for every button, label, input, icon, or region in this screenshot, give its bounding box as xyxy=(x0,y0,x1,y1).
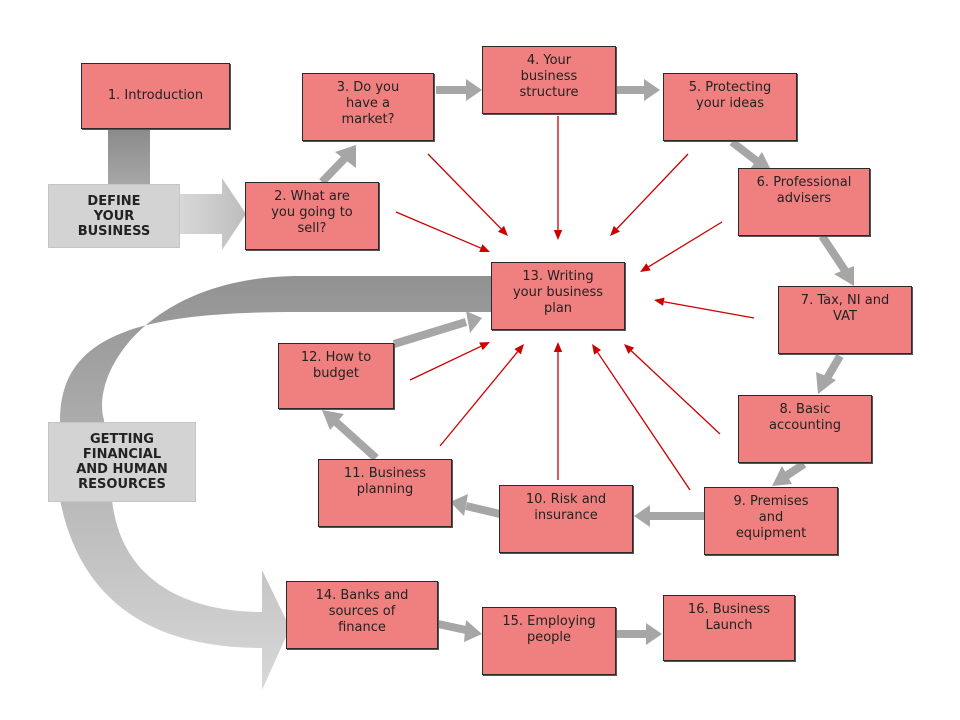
step-1-label: 1. Introduction xyxy=(107,88,204,103)
red-arrowhead-step-3 xyxy=(498,225,508,236)
red-arrow-step-6-to-step-13 xyxy=(648,221,723,268)
step-7-label: 7. Tax, NI and VAT xyxy=(800,293,890,324)
step-11-label: 11. Business planning xyxy=(343,466,427,497)
red-arrowhead-step-6 xyxy=(640,263,651,272)
getting-header-text: GETTING FINANCIAL AND HUMAN RESOURCES xyxy=(76,432,168,492)
step-13-label: 13. Writing your business plan xyxy=(512,269,604,316)
define-to-step2-arrow xyxy=(178,178,246,250)
step-9-label: 9. Premises and equipment xyxy=(733,494,809,541)
red-arrow-step-12-to-step-13 xyxy=(409,345,482,381)
step-3-market: 3. Do you have a market? xyxy=(302,73,434,141)
step-13-writing-business-plan: 13. Writing your business plan xyxy=(491,262,625,330)
step-15-label: 15. Employing people xyxy=(502,614,596,645)
red-arrow-step-11-to-step-13 xyxy=(439,351,519,447)
define-your-business-header: DEFINE YOUR BUSINESS xyxy=(48,184,180,248)
step-1-introduction: 1. Introduction xyxy=(81,63,230,129)
step-10-label: 10. Risk and insurance xyxy=(525,492,607,523)
step-4-label: 4. Your business structure xyxy=(519,53,579,100)
step-15-employing-people: 15. Employing people xyxy=(482,607,616,675)
red-arrow-step-7-to-step-13 xyxy=(663,301,755,319)
step-2-label: 2. What are you going to sell? xyxy=(271,189,353,236)
define-header-text: DEFINE YOUR BUSINESS xyxy=(77,193,151,239)
getting-resources-header: GETTING FINANCIAL AND HUMAN RESOURCES xyxy=(48,422,196,502)
red-arrow-step-5-to-step-13 xyxy=(616,153,689,230)
red-arrow-step-3-to-step-13 xyxy=(427,153,502,230)
red-arrowhead-step-9 xyxy=(592,344,602,355)
red-arrowhead-step-12 xyxy=(479,342,490,351)
step-2-what-to-sell: 2. What are you going to sell? xyxy=(245,182,379,250)
red-arrow-step-9-to-step-13 xyxy=(597,351,691,491)
step-6-label: 6. Professional advisers xyxy=(756,175,852,206)
step-8-basic-accounting: 8. Basic accounting xyxy=(738,395,872,463)
step-7-tax-ni-vat: 7. Tax, NI and VAT xyxy=(778,286,912,354)
step-12-how-to-budget: 12. How to budget xyxy=(278,343,394,409)
step-4-business-structure: 4. Your business structure xyxy=(482,46,616,114)
red-arrow-step-8-to-step-13 xyxy=(630,350,721,435)
step-11-business-planning: 11. Business planning xyxy=(318,459,452,527)
red-arrowhead-step-2 xyxy=(479,244,490,252)
step-14-label: 14. Banks and sources of finance xyxy=(315,588,409,635)
red-arrowhead-step-4 xyxy=(553,230,563,240)
red-arrowhead-step-11 xyxy=(514,344,524,355)
step-6-professional-advisers: 6. Professional advisers xyxy=(738,168,870,236)
red-arrows-to-plan xyxy=(395,116,755,491)
step-16-business-launch: 16. Business Launch xyxy=(663,595,795,661)
red-arrowhead-step-8 xyxy=(624,344,635,354)
red-arrowhead-step-7 xyxy=(654,297,665,306)
step-5-label: 5. Protecting your ideas xyxy=(688,80,772,111)
step-14-banks-finance: 14. Banks and sources of finance xyxy=(286,581,438,649)
grey-flow-arrows xyxy=(319,79,854,645)
step-10-risk-insurance: 10. Risk and insurance xyxy=(499,485,633,553)
red-arrowhead-step-5 xyxy=(610,225,620,236)
intro-connector xyxy=(108,128,150,186)
step-8-label: 8. Basic accounting xyxy=(769,402,841,433)
step-9-premises-equipment: 9. Premises and equipment xyxy=(704,487,838,555)
step-12-label: 12. How to budget xyxy=(300,350,372,381)
step-5-protecting-ideas: 5. Protecting your ideas xyxy=(663,73,797,141)
red-arrowhead-step-10 xyxy=(553,342,563,352)
big-curve-arrow xyxy=(60,276,492,690)
step-16-label: 16. Business Launch xyxy=(687,602,771,633)
step-3-label: 3. Do you have a market? xyxy=(336,80,400,127)
red-arrow-step-2-to-step-13 xyxy=(395,211,482,249)
